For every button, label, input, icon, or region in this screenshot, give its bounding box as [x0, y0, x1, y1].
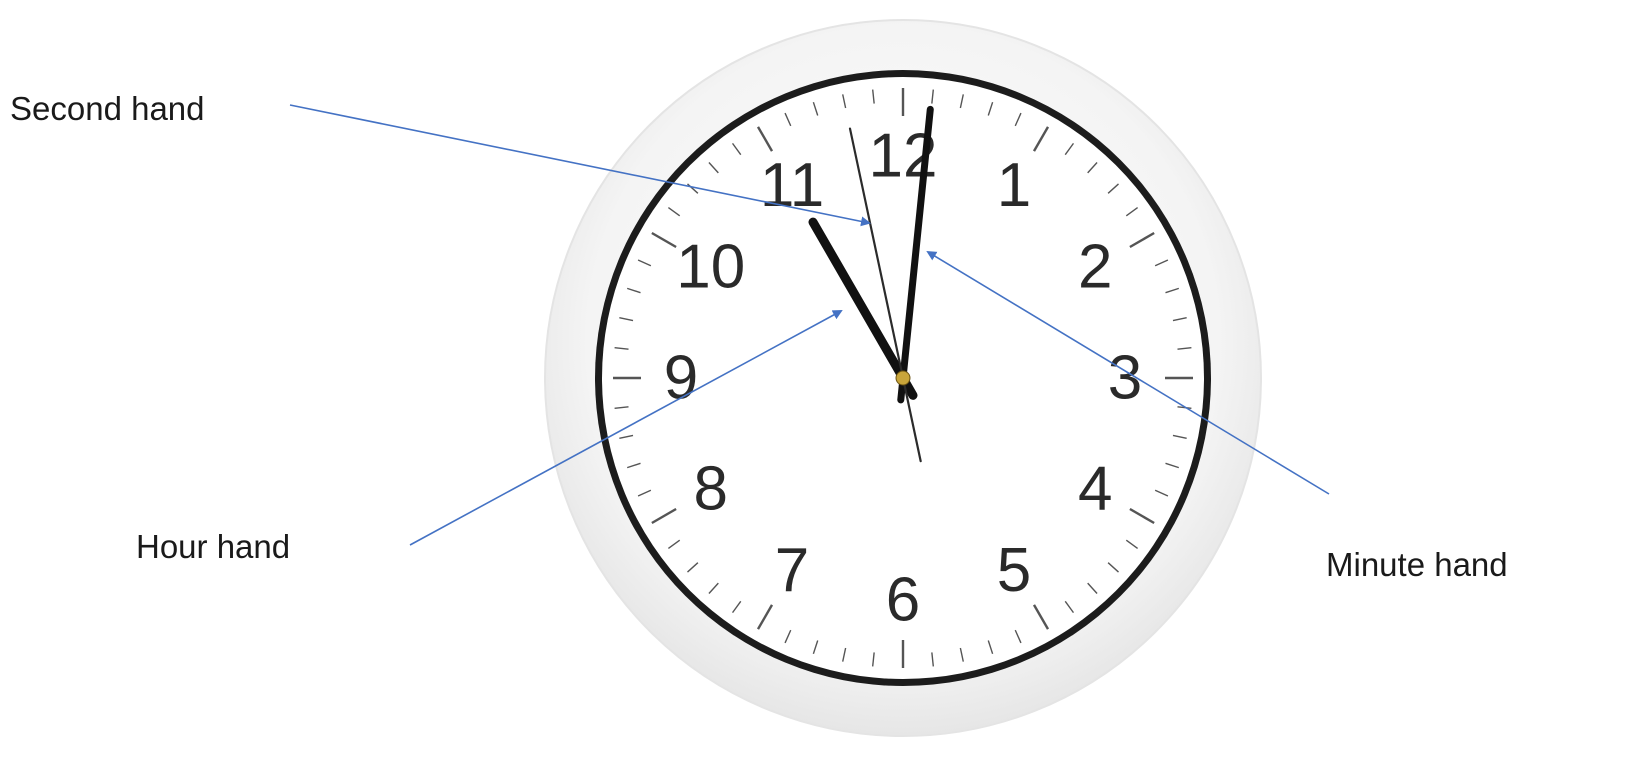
second-hand-label: Second hand	[10, 90, 205, 127]
hour-hand-label: Hour hand	[136, 528, 290, 565]
numeral-8: 8	[694, 455, 728, 524]
numeral-4: 4	[1078, 455, 1112, 524]
numeral-11: 11	[760, 151, 824, 220]
minute-hand-label: Minute hand	[1326, 546, 1508, 583]
numeral-7: 7	[775, 536, 809, 605]
numeral-9: 9	[664, 344, 698, 413]
numeral-10: 10	[676, 233, 745, 302]
numeral-6: 6	[886, 566, 920, 635]
numeral-1: 1	[997, 151, 1031, 220]
numeral-5: 5	[997, 536, 1031, 605]
center-hub	[896, 371, 910, 385]
numeral-2: 2	[1078, 233, 1112, 302]
